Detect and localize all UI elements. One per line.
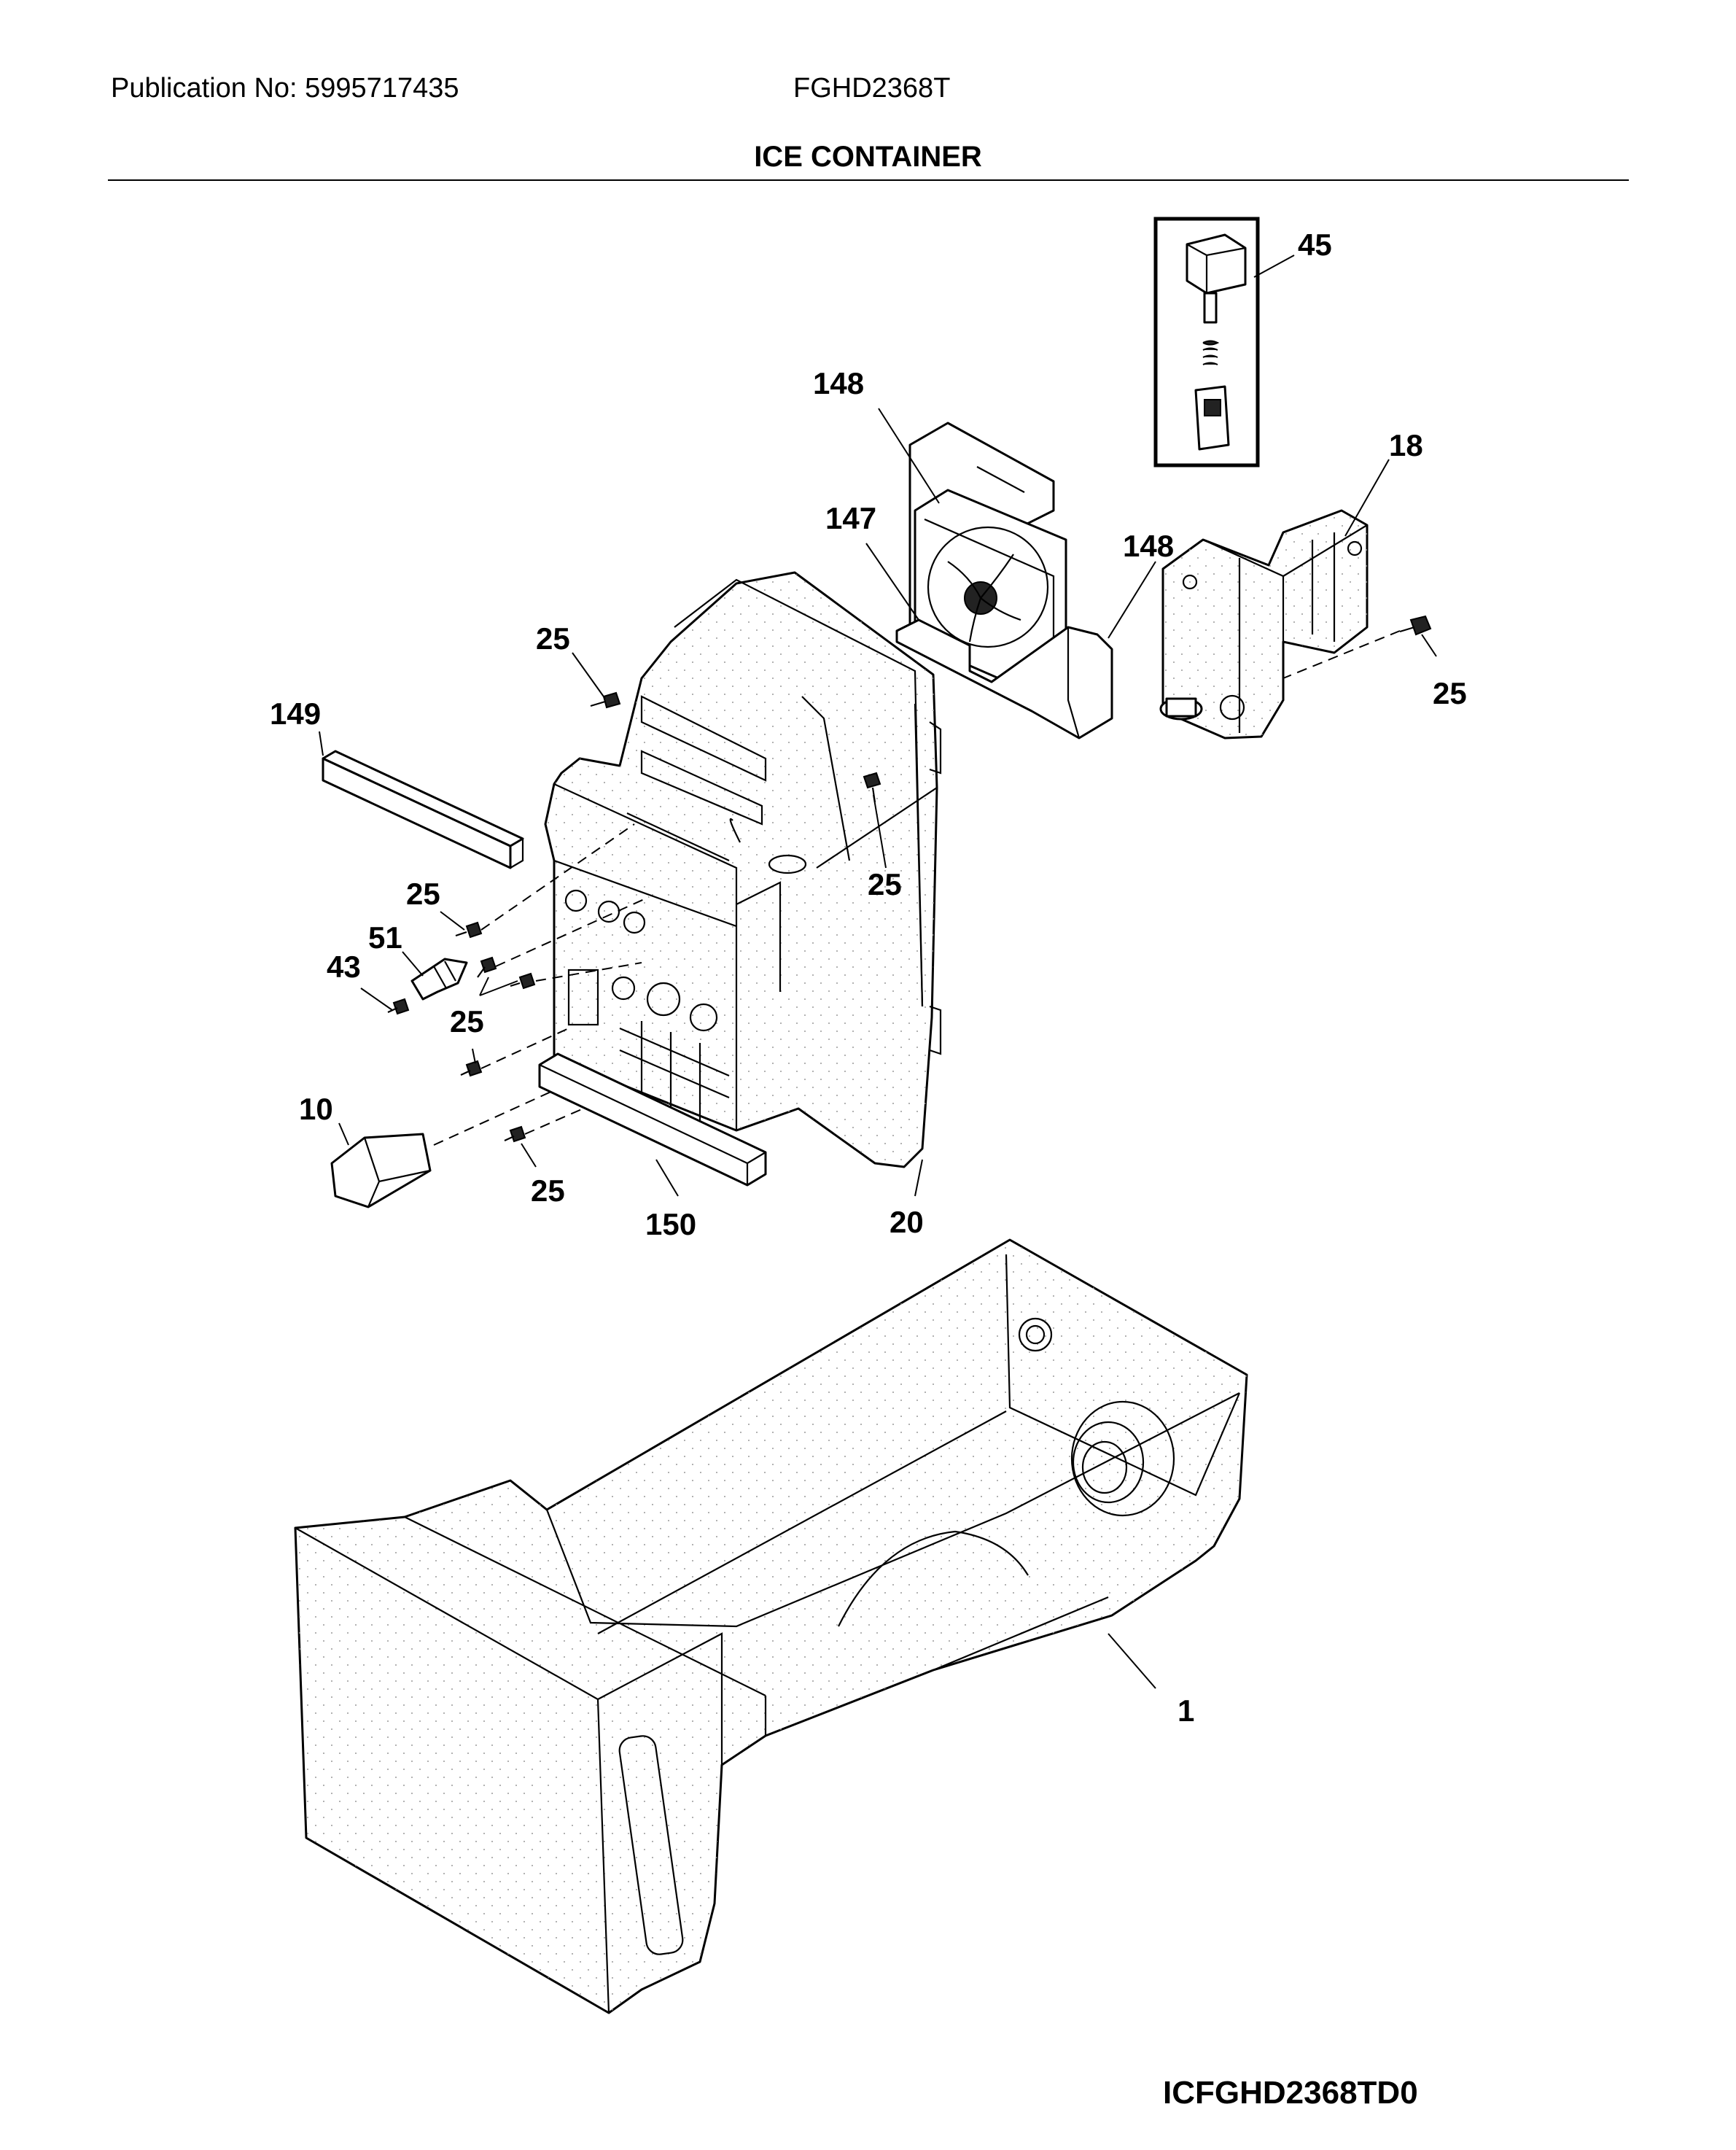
leader-lines: [319, 255, 1437, 1689]
auger-motor-18: [1159, 509, 1369, 740]
callout-43: 43: [327, 950, 361, 984]
diagram-code: ICFGHD2368TD0: [1163, 2075, 1418, 2111]
callout-25-housing-side: 25: [868, 867, 902, 901]
header-rule: [108, 179, 1629, 181]
callout-25-upper-left: 25: [406, 877, 440, 911]
fan-bracket-148: [895, 618, 1113, 740]
bracket-51: [410, 958, 468, 1001]
solenoid-inset: [1153, 217, 1260, 467]
callout-18: 18: [1389, 428, 1423, 462]
switch-10: [330, 1133, 432, 1208]
page-title: ICE CONTAINER: [754, 141, 982, 173]
callout-25-lower: 25: [531, 1173, 565, 1208]
strip-150: [538, 1052, 767, 1187]
callout-51: 51: [368, 920, 402, 955]
callout-150: 150: [645, 1207, 697, 1241]
callout-45: 45: [1298, 228, 1332, 262]
callout-25-housing-top: 25: [536, 621, 570, 656]
callout-1: 1: [1178, 1693, 1195, 1728]
screws: [387, 691, 881, 1143]
callout-25-motor: 25: [1433, 676, 1467, 710]
callout-147: 147: [825, 501, 877, 535]
callout-10: 10: [299, 1092, 333, 1126]
callout-149: 149: [270, 696, 322, 731]
model-number: FGHD2368T: [793, 73, 951, 104]
ice-bucket-1: [294, 1238, 1248, 2014]
publication-number: Publication No: 5995717435: [111, 73, 459, 104]
screw-25-motor: [1399, 615, 1432, 636]
ice-chute-housing-20: [544, 571, 942, 1168]
callout-25-middle: 25: [450, 1004, 484, 1039]
callout-148-bracket: 148: [1123, 529, 1175, 563]
callout-20: 20: [890, 1205, 924, 1239]
strip-149: [322, 750, 524, 869]
callout-148-top: 148: [813, 366, 865, 400]
